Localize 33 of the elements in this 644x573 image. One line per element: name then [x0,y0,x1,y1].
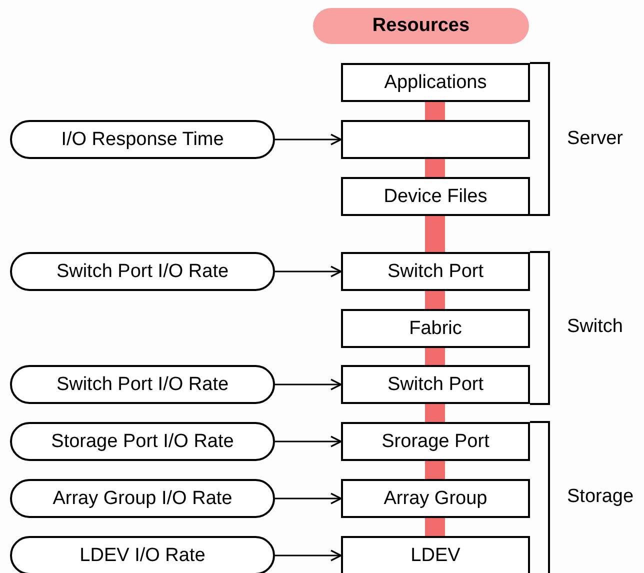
metric-pill: Array Group I/O Rate [10,479,275,518]
metric-pill: Switch Port I/O Rate [10,365,275,404]
metric-pill: LDEV I/O Rate [10,536,275,573]
connection-band [425,159,445,177]
group-label: Storage [567,486,634,508]
resource-box: LDEV [341,536,530,573]
connection-band [425,404,445,422]
metric-pill: Switch Port I/O Rate [10,252,275,291]
arrow [275,436,342,448]
arrow [275,134,342,146]
connection-band [425,348,445,365]
resource-box: Applications [341,63,530,102]
arrow [275,378,342,390]
resource-box: Fabric [341,309,530,348]
group-label: Server [567,128,623,150]
arrow [275,550,342,562]
resource-box: Switch Port [341,252,530,291]
heading-pill: Resources [313,8,529,44]
connection-band [425,102,445,120]
resource-box: Device Files [341,177,530,216]
resource-box: Array Group [341,479,530,518]
group-label: Switch [567,316,623,338]
arrow [275,492,342,504]
connection-band [425,291,445,309]
connection-band [425,461,445,479]
resource-box [341,120,530,159]
connection-band [425,518,445,536]
resource-box: Srorage Port [341,422,530,461]
metric-pill: Storage Port I/O Rate [10,422,275,461]
arrow [275,266,342,278]
resource-box: Switch Port [341,365,530,404]
connection-band [425,216,445,252]
metric-pill: I/O Response Time [10,120,275,159]
